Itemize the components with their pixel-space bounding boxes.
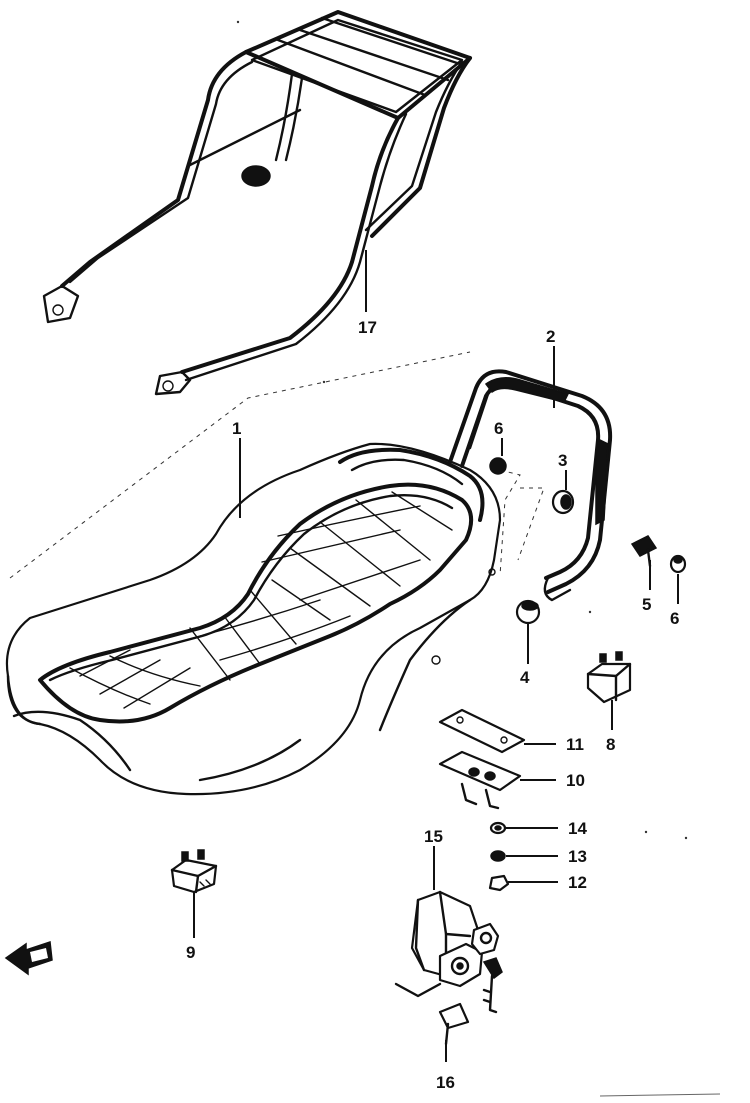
callout-17: 17 [358, 318, 377, 337]
nut-12: 12 [488, 873, 587, 892]
callout-4: 4 [520, 668, 530, 687]
callout-7: 6 [494, 419, 503, 438]
callout-2: 2 [546, 327, 555, 346]
rubber-block-9: 9 [170, 849, 218, 962]
rear-carrier: 17 [42, 10, 472, 396]
seat-hook-10: 10 [438, 750, 585, 810]
arrow-left-icon [4, 940, 53, 976]
washer-14: 14 [489, 819, 587, 838]
bolt-5: 5 [630, 535, 658, 614]
cushion-7: 6 [489, 419, 507, 475]
callout-10: 10 [566, 771, 585, 790]
callout-15: 15 [424, 827, 443, 846]
callout-9: 9 [186, 943, 195, 962]
callout-13: 13 [568, 847, 587, 866]
seat: 1 [5, 419, 502, 796]
bolt-16: 16 [394, 982, 470, 1092]
lock-washer-13: 13 [490, 847, 587, 866]
callout-14: 14 [568, 819, 587, 838]
callout-11: 11 [566, 735, 584, 754]
washer-6: 6 [669, 554, 687, 628]
grab-rail: 2 [448, 327, 613, 602]
seat-lock-15: 15 [410, 827, 503, 1014]
callout-3: 3 [558, 451, 567, 470]
callout-5: 5 [642, 595, 651, 614]
callout-1: 1 [232, 419, 241, 438]
callout-8: 8 [606, 735, 615, 754]
cushion-4: 4 [515, 599, 541, 687]
callout-6: 6 [670, 609, 679, 628]
rubber-block-8: 8 [586, 651, 632, 754]
cushion-3: 3 [551, 451, 575, 515]
plate-11: 11 [438, 708, 584, 754]
callout-16: 16 [436, 1073, 455, 1092]
callout-12: 12 [568, 873, 587, 892]
